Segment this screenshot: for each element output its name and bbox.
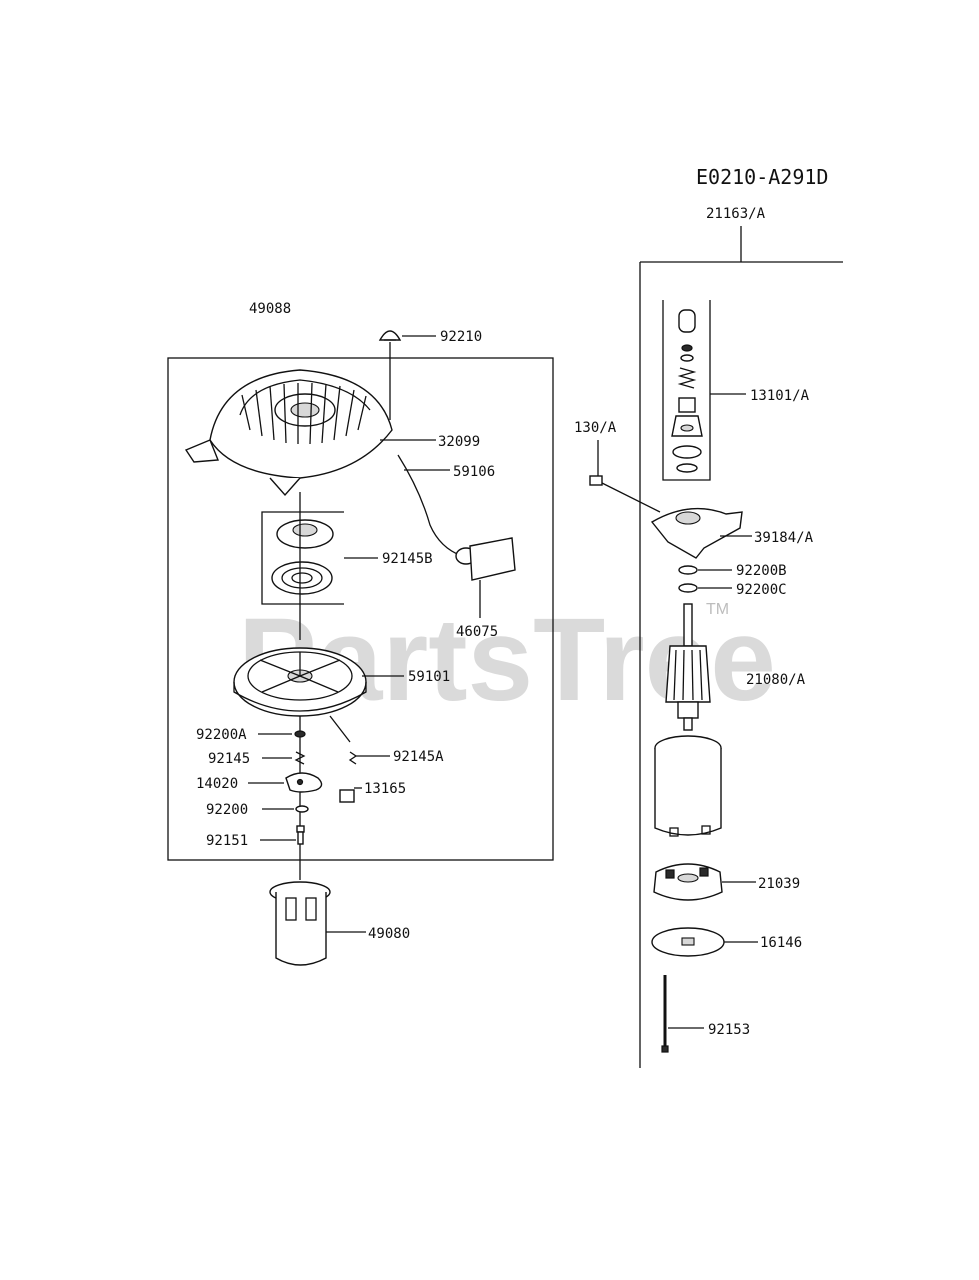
- label-46075[interactable]: 46075: [456, 624, 498, 640]
- label-32099[interactable]: 32099: [438, 434, 480, 450]
- label-14020[interactable]: 14020: [196, 776, 238, 792]
- part-92200C-washer[interactable]: [678, 583, 698, 593]
- bracket-13101A: [662, 300, 711, 481]
- part-92200A-washer[interactable]: [294, 730, 306, 738]
- part-92151-bolt[interactable]: [296, 825, 305, 845]
- label-92210[interactable]: 92210: [440, 329, 482, 345]
- part-92200-washer[interactable]: [295, 805, 309, 813]
- part-46075-handle[interactable]: [455, 537, 516, 581]
- part-92145-spring[interactable]: [294, 751, 306, 765]
- label-49088[interactable]: 49088: [249, 301, 291, 317]
- label-16146[interactable]: 16146: [760, 935, 802, 951]
- part-92145B-spring[interactable]: [271, 561, 333, 595]
- part-92153-bolt[interactable]: [661, 975, 669, 1053]
- label-92200C[interactable]: 92200C: [736, 582, 787, 598]
- part-59106-rope[interactable]: [397, 454, 463, 557]
- bracket-92145B: [261, 511, 344, 605]
- part-92210-cap[interactable]: [378, 330, 402, 341]
- label-21039[interactable]: 21039: [758, 876, 800, 892]
- label-92200[interactable]: 92200: [206, 802, 248, 818]
- label-39184A[interactable]: 39184/A: [754, 530, 814, 546]
- label-92145[interactable]: 92145: [208, 751, 250, 767]
- part-13101A-drive[interactable]: [671, 309, 703, 473]
- part-59101-reel[interactable]: [233, 647, 367, 717]
- part-yoke[interactable]: [654, 735, 722, 837]
- part-92145A-spring[interactable]: [348, 751, 358, 765]
- label-92200A[interactable]: 92200A: [196, 727, 247, 743]
- label-49080[interactable]: 49080: [368, 926, 410, 942]
- part-92200B-washer[interactable]: [678, 565, 698, 575]
- part-130A-bolt[interactable]: [589, 475, 661, 513]
- label-59106[interactable]: 59106: [453, 464, 495, 480]
- part-21039-brush-holder[interactable]: [653, 863, 723, 901]
- label-13101A[interactable]: 13101/A: [750, 388, 810, 404]
- part-39184A-bracket[interactable]: [650, 507, 743, 559]
- label-92151[interactable]: 92151: [206, 833, 248, 849]
- part-pawl-plate[interactable]: [276, 519, 334, 549]
- label-92200B[interactable]: 92200B: [736, 563, 787, 579]
- part-16146-end-plate[interactable]: [651, 927, 725, 957]
- watermark-tm: TM: [706, 601, 729, 618]
- label-21080A[interactable]: 21080/A: [746, 672, 806, 688]
- label-13165[interactable]: 13165: [364, 781, 406, 797]
- label-59101[interactable]: 59101: [408, 669, 450, 685]
- label-92145B[interactable]: 92145B: [382, 551, 433, 567]
- part-13165-pawl[interactable]: [339, 789, 355, 803]
- label-21163A[interactable]: 21163/A: [706, 206, 766, 222]
- part-14020-ratchet[interactable]: [285, 772, 323, 793]
- recoil-group-box: [167, 357, 554, 861]
- label-130A[interactable]: 130/A: [574, 420, 617, 436]
- diagram-code: E0210-A291D: [696, 165, 828, 189]
- part-49080-pulley[interactable]: [269, 881, 331, 966]
- part-32099-housing[interactable]: [184, 369, 393, 497]
- label-92153[interactable]: 92153: [708, 1022, 750, 1038]
- part-21080A-armature[interactable]: [665, 603, 711, 731]
- label-92145A[interactable]: 92145A: [393, 749, 444, 765]
